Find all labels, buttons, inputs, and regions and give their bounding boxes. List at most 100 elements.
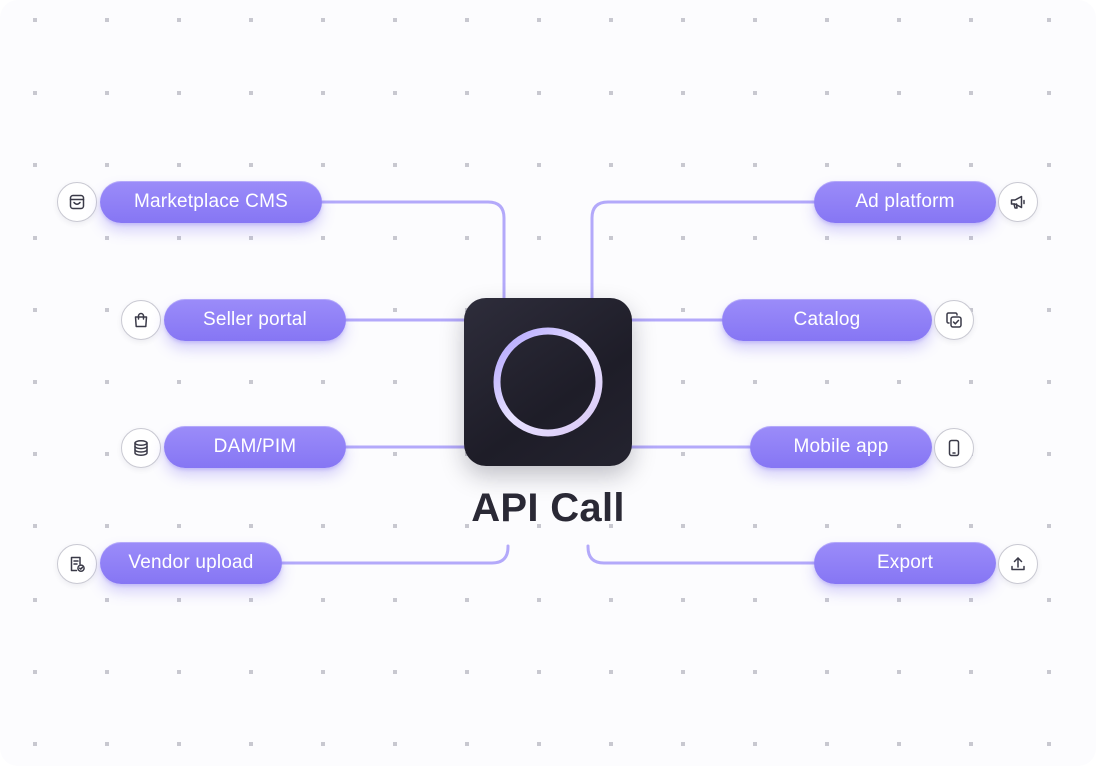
ring-icon bbox=[493, 327, 603, 437]
grid-dot bbox=[1047, 742, 1051, 746]
grid-dot bbox=[609, 598, 613, 602]
grid-dot bbox=[753, 18, 757, 22]
grid-dot bbox=[465, 163, 469, 167]
grid-dot bbox=[465, 236, 469, 240]
node-label: Catalog bbox=[793, 309, 861, 330]
grid-dot bbox=[825, 742, 829, 746]
node-label: Marketplace CMS bbox=[134, 191, 288, 212]
grid-dot bbox=[969, 598, 973, 602]
grid-dot bbox=[105, 236, 109, 240]
grid-dot bbox=[897, 380, 901, 384]
grid-dot bbox=[105, 163, 109, 167]
grid-dot bbox=[681, 18, 685, 22]
grid-dot bbox=[249, 18, 253, 22]
node-vendor-upload[interactable]: Vendor upload bbox=[100, 542, 282, 584]
grid-dot bbox=[681, 598, 685, 602]
grid-dot bbox=[33, 380, 37, 384]
grid-dot bbox=[897, 91, 901, 95]
grid-dot bbox=[177, 524, 181, 528]
node-label: Export bbox=[876, 552, 934, 573]
grid-dot bbox=[537, 742, 541, 746]
node-label: Vendor upload bbox=[128, 552, 254, 573]
grid-dot bbox=[105, 742, 109, 746]
grid-dot bbox=[321, 742, 325, 746]
grid-dot bbox=[681, 380, 685, 384]
node-dam-pim[interactable]: DAM/PIM bbox=[164, 426, 346, 468]
grid-dot bbox=[105, 598, 109, 602]
grid-dot bbox=[393, 18, 397, 22]
node-seller-portal[interactable]: Seller portal bbox=[164, 299, 346, 341]
node-mobile-app[interactable]: Mobile app bbox=[750, 426, 932, 468]
grid-dot bbox=[897, 236, 901, 240]
grid-dot bbox=[465, 18, 469, 22]
node-catalog[interactable]: Catalog bbox=[722, 299, 932, 341]
grid-dot bbox=[249, 380, 253, 384]
grid-dot bbox=[321, 236, 325, 240]
grid-dot bbox=[969, 18, 973, 22]
grid-dot bbox=[321, 163, 325, 167]
grid-dot bbox=[321, 598, 325, 602]
grid-dot bbox=[825, 670, 829, 674]
grid-dot bbox=[969, 380, 973, 384]
grid-dot bbox=[681, 236, 685, 240]
grid-dot bbox=[753, 598, 757, 602]
grid-dot bbox=[537, 524, 541, 528]
grid-dot bbox=[825, 380, 829, 384]
grid-dot bbox=[105, 670, 109, 674]
grid-dot bbox=[1047, 380, 1051, 384]
wire-marketplace-cms bbox=[318, 200, 506, 300]
grid-dot bbox=[105, 380, 109, 384]
grid-dot bbox=[33, 524, 37, 528]
grid-dot bbox=[897, 742, 901, 746]
node-export[interactable]: Export bbox=[814, 542, 996, 584]
grid-dot bbox=[33, 18, 37, 22]
grid-dot bbox=[321, 91, 325, 95]
grid-dot bbox=[33, 598, 37, 602]
grid-dot bbox=[177, 598, 181, 602]
grid-dot bbox=[897, 524, 901, 528]
grid-dot bbox=[465, 91, 469, 95]
stacked-check-icon bbox=[934, 300, 974, 340]
grid-dot bbox=[1047, 163, 1051, 167]
grid-dot bbox=[393, 452, 397, 456]
api-core-tile bbox=[464, 298, 632, 466]
grid-dot bbox=[249, 670, 253, 674]
grid-dot bbox=[897, 670, 901, 674]
grid-dot bbox=[249, 598, 253, 602]
grid-dot bbox=[897, 163, 901, 167]
grid-dot bbox=[321, 524, 325, 528]
shopping-bag-icon bbox=[121, 300, 161, 340]
grid-dot bbox=[753, 742, 757, 746]
grid-dot bbox=[177, 380, 181, 384]
node-label: DAM/PIM bbox=[213, 436, 297, 457]
grid-dot bbox=[969, 742, 973, 746]
grid-dot bbox=[249, 163, 253, 167]
node-marketplace-cms[interactable]: Marketplace CMS bbox=[100, 181, 322, 223]
grid-dot bbox=[969, 91, 973, 95]
center-title: API Call bbox=[471, 486, 625, 530]
upload-icon bbox=[998, 544, 1038, 584]
grid-dot bbox=[393, 163, 397, 167]
grid-dot bbox=[177, 91, 181, 95]
wire-export bbox=[586, 544, 818, 565]
grid-dot bbox=[825, 163, 829, 167]
storefront-icon bbox=[57, 182, 97, 222]
grid-dot bbox=[681, 742, 685, 746]
grid-dot bbox=[825, 91, 829, 95]
grid-dot bbox=[1047, 670, 1051, 674]
node-label: Ad platform bbox=[855, 191, 955, 212]
megaphone-icon bbox=[998, 182, 1038, 222]
grid-dot bbox=[393, 670, 397, 674]
grid-dot bbox=[609, 524, 613, 528]
database-icon bbox=[121, 428, 161, 468]
grid-dot bbox=[969, 163, 973, 167]
grid-dot bbox=[1047, 91, 1051, 95]
grid-dot bbox=[105, 91, 109, 95]
grid-dot bbox=[537, 670, 541, 674]
grid-dot bbox=[1047, 452, 1051, 456]
grid-dot bbox=[969, 524, 973, 528]
grid-dot bbox=[33, 308, 37, 312]
grid-dot bbox=[105, 308, 109, 312]
node-ad-platform[interactable]: Ad platform bbox=[814, 181, 996, 223]
